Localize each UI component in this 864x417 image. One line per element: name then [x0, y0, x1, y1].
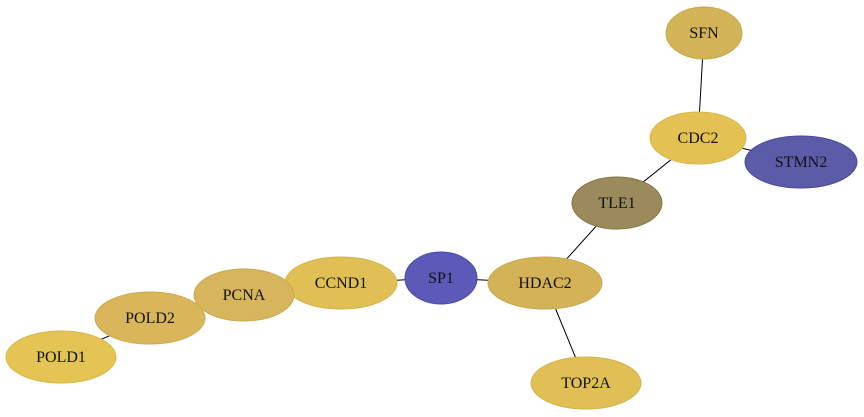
node-shape-cdc2 — [649, 111, 747, 165]
node-label-sp1: SP1 — [428, 270, 454, 287]
node-sfn[interactable]: SFN — [665, 6, 743, 60]
node-cdc2[interactable]: CDC2 — [649, 111, 747, 165]
node-label-hdac2: HDAC2 — [518, 275, 571, 292]
node-stmn2[interactable]: STMN2 — [744, 135, 858, 189]
node-shape-stmn2 — [744, 135, 858, 189]
node-shape-tle1 — [571, 176, 663, 230]
node-pold1[interactable]: POLD1 — [5, 330, 117, 384]
node-label-cdc2: CDC2 — [678, 130, 719, 147]
node-shape-pold1 — [5, 330, 117, 384]
node-top2a[interactable]: TOP2A — [530, 356, 642, 410]
node-shape-pcna — [193, 268, 295, 322]
node-shape-sp1 — [404, 251, 478, 305]
node-shape-pold2 — [94, 291, 206, 345]
node-label-sfn: SFN — [689, 25, 719, 42]
node-pcna[interactable]: PCNA — [193, 268, 295, 322]
node-label-top2a: TOP2A — [561, 375, 611, 392]
node-pold2[interactable]: POLD2 — [94, 291, 206, 345]
node-label-ccnd1: CCND1 — [315, 275, 367, 292]
node-ccnd1[interactable]: CCND1 — [284, 256, 398, 310]
node-shape-top2a — [530, 356, 642, 410]
node-label-pold2: POLD2 — [125, 310, 175, 327]
node-shape-sfn — [665, 6, 743, 60]
node-label-pold1: POLD1 — [36, 349, 86, 366]
node-label-tle1: TLE1 — [598, 195, 635, 212]
node-sp1[interactable]: SP1 — [404, 251, 478, 305]
node-label-stmn2: STMN2 — [775, 154, 827, 171]
node-tle1[interactable]: TLE1 — [571, 176, 663, 230]
node-shape-hdac2 — [487, 256, 603, 310]
node-hdac2[interactable]: HDAC2 — [487, 256, 603, 310]
node-label-pcna: PCNA — [223, 287, 266, 304]
